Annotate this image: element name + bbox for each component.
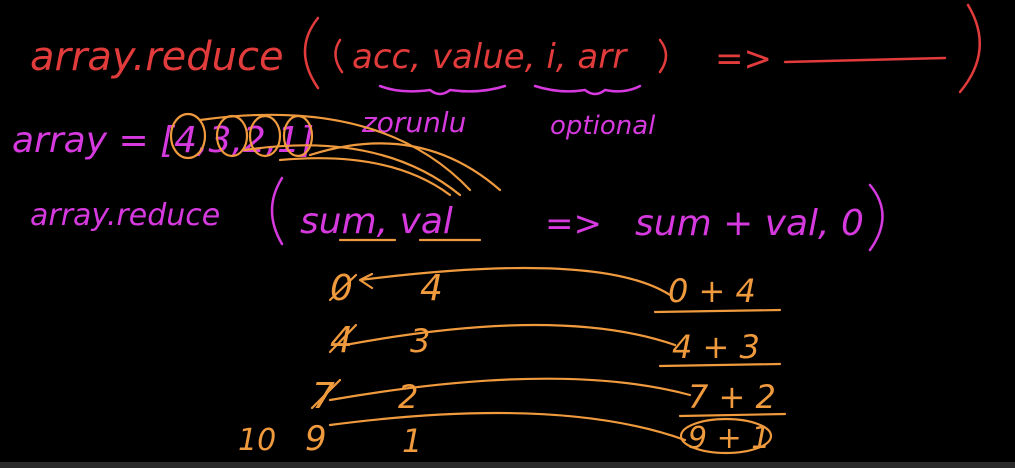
reduce-signature-prefix: array.reduce [30,34,284,80]
strike-acc-0 [328,273,358,302]
bottom-bar [0,462,1015,468]
brace-optional [533,84,642,96]
trace-val-1: 3 [410,322,430,360]
trace-expr-0: 0 + 4 [668,272,756,310]
trace-result: 10 [238,423,276,458]
strike-acc-2 [310,378,342,410]
flow-arrow-4 [308,142,502,192]
trace-expr-2: 7 + 2 [688,378,776,416]
reduce-call-prefix: array.reduce [30,198,220,233]
reduce-call-body: sum + val, 0 [635,203,864,244]
expr-underline-1 [658,362,782,368]
brace-required [378,84,507,96]
trace-acc-3: 9 [305,419,327,459]
open-paren-inner [334,38,344,74]
highlight-item-4 [169,112,207,160]
open-paren [303,16,320,90]
reduce-signature-arrow: => [715,39,772,79]
reduce-call-params: sum, val [300,201,453,242]
highlight-item-2 [248,114,282,158]
trace-expr-1: 4 + 3 [672,328,760,366]
label-required: zorunlu [361,106,466,139]
carry-arrow-2 [328,377,692,402]
label-optional: optional [550,111,656,141]
blank-line [783,56,947,64]
call-open-paren [270,176,284,246]
carry-arrow-1 [343,323,677,347]
reduce-call-arrow: => [545,204,602,244]
flow-arrow-2 [243,144,462,197]
flow-arrow-3 [278,157,452,197]
close-paren [958,3,981,94]
trace-val-3: 1 [402,422,422,460]
expr-underline-0 [653,308,782,314]
reduce-signature-params: acc, value, i, arr [352,37,628,77]
flow-arrow-1 [198,113,472,192]
trace-val-0: 4 [420,268,443,309]
strike-acc-1 [328,323,358,354]
carry-arrow-3 [328,411,687,442]
trace-table: 0 4 0 + 4 4 3 4 + 3 7 2 7 + 2 10 9 1 9 +… [238,266,787,460]
call-close-paren [868,183,884,252]
close-paren-inner [658,38,668,74]
final-step-circle [679,417,773,455]
expr-underline-2 [678,412,787,418]
carry-arrow-0 [358,266,672,297]
array-declaration: array = [4,3,2,1] [12,120,314,161]
trace-val-2: 2 [398,378,418,416]
